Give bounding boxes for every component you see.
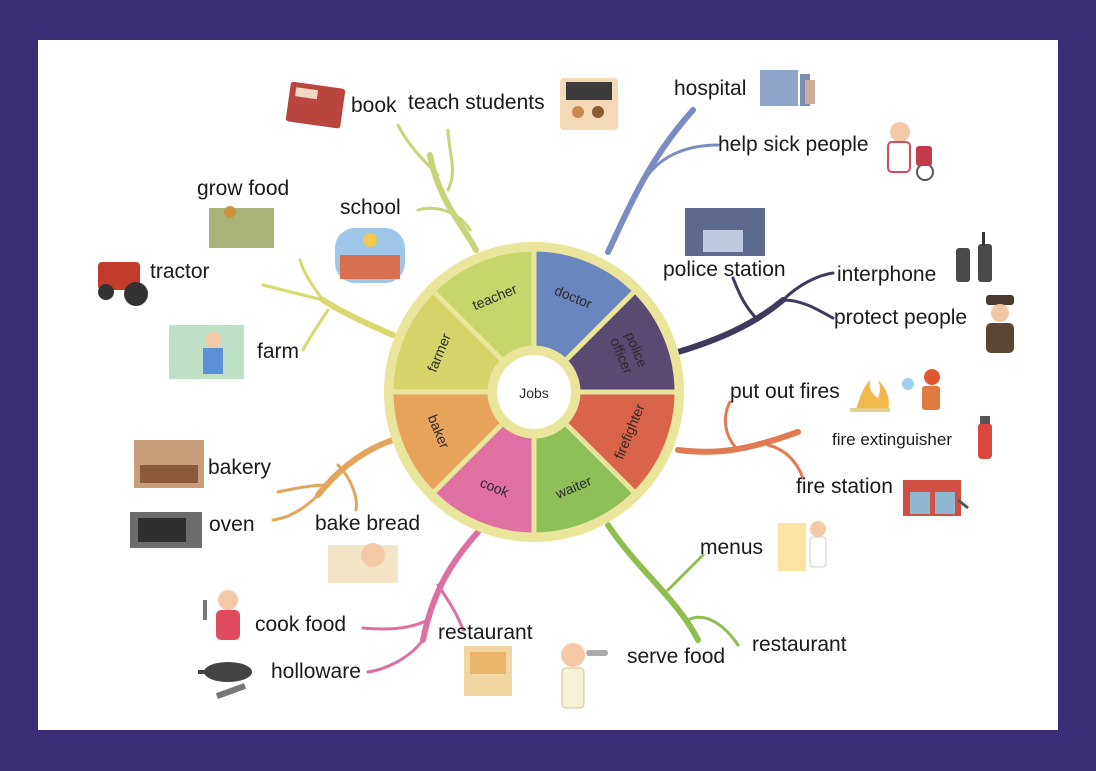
branch-baker [315,437,396,498]
branch-farmer-2 [261,283,325,302]
branch-police [675,297,786,355]
center-label: Jobs [519,385,549,401]
baker-icon [328,543,398,583]
branch-firefighter-3 [766,443,805,480]
farmer-field-icon [209,206,274,248]
branch-waiter [605,522,701,643]
label-bake-bread: bake bread [315,512,421,535]
nurse-wheelchair-icon [887,122,934,181]
classroom-icon [560,78,618,130]
hospital-icon [760,70,815,106]
label-fire-extinguisher: fire extinguisher [832,430,953,449]
menu-chef-icon [778,521,827,571]
branch-police-4 [731,276,760,322]
label-book: book [351,94,397,117]
fire-extinguisher-icon [978,416,992,459]
branch-baker-4 [336,463,358,512]
fire-icon [850,380,890,412]
branch-police-2 [781,271,835,302]
school-building-icon [335,228,405,283]
label-grow-food: grow food [197,177,290,200]
branch-baker-3 [271,493,320,522]
label-menus: menus [700,536,764,559]
label-hospital: hospital [674,77,747,100]
branch-firefighter-2 [724,400,740,452]
branch-doctor-2 [646,143,720,177]
branch-cook-4 [436,583,465,632]
firefighter-icon [902,369,940,410]
label-oven: oven [209,513,255,536]
branch-teacher-4 [396,123,440,177]
restaurant-icon [464,646,512,696]
tractor-icon [98,262,148,306]
branch-firefighter [675,429,801,455]
branch-waiter-2 [666,553,705,592]
book-icon [285,81,346,129]
branch-cook [420,529,481,643]
center-circle [497,355,571,429]
wedge-group [388,246,680,538]
branch-teacher-2 [416,206,472,232]
cook-woman-icon [203,590,240,640]
branch-cook-2 [361,618,430,631]
branch-waiter-3 [686,615,740,647]
label-teach-students: teach students [408,91,545,114]
waiter-icon [561,643,608,709]
label-protect-people: protect people [834,306,968,329]
bakery-icon [134,440,204,488]
label-interphone: interphone [837,263,937,286]
branch-farmer [320,297,396,338]
label-fire-station: fire station [796,475,893,498]
police-station-icon [685,208,765,256]
branch-farmer-4 [301,308,330,352]
walkie-talkie-icon [956,232,992,282]
label-help-sick-people: help sick people [718,133,869,156]
branch-police-3 [781,298,835,320]
label-farm: farm [257,340,299,363]
branch-doctor [605,107,696,255]
label-serve-food: serve food [627,645,726,668]
label-restaurant-waiter: restaurant [752,633,847,656]
label-school: school [340,196,401,219]
branch-cook-3 [366,638,425,674]
farm-icon [169,325,244,379]
frying-pan-icon [198,662,252,699]
police-officer-icon [986,295,1014,353]
branch-baker-2 [276,483,330,494]
label-holloware: holloware [271,660,361,683]
branch-teacher-3 [446,128,454,192]
fire-station-icon [903,480,969,516]
label-restaurant-cook: restaurant [438,621,533,644]
oven-icon [130,512,202,548]
label-police-station: police station [663,258,786,281]
label-cook-food: cook food [255,613,347,636]
label-tractor: tractor [150,260,210,283]
branch-farmer-3 [298,258,325,302]
label-put-out-fires: put out fires [730,380,840,403]
label-bakery: bakery [208,456,272,479]
